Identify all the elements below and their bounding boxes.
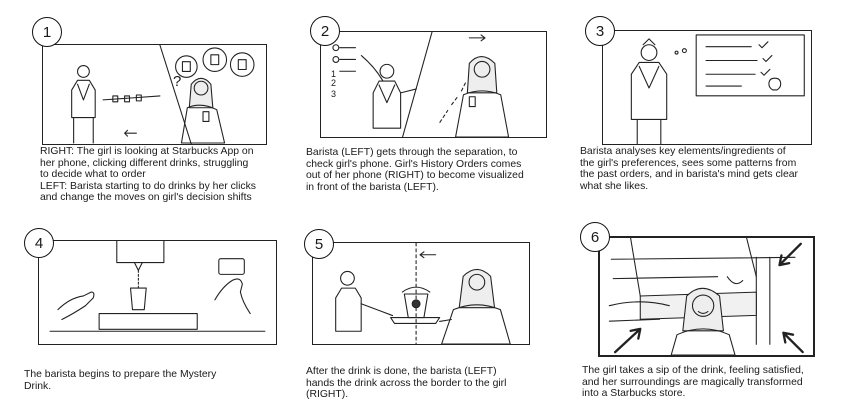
history-step-2: 2 [331, 78, 337, 88]
panel-5-number: 5 [304, 229, 334, 259]
panel-2-number: 2 [310, 16, 340, 46]
panel-1-sketch: ? [42, 44, 267, 145]
panel-5-caption: After the drink is done, the barista (LE… [306, 366, 507, 401]
girl-figure [439, 268, 511, 344]
panel-5-sketch [312, 242, 530, 345]
girl-figure [180, 77, 226, 144]
panel-2-caption: Barista (LEFT) gets through the separati… [306, 147, 524, 193]
barista-figure [335, 270, 394, 332]
history-step-3: 3 [331, 89, 337, 99]
panel-3-sketch [602, 30, 812, 145]
barista-figure [630, 38, 668, 144]
panel-4-number: 4 [24, 228, 54, 258]
panel-4-caption: The barista begins to prepare the Myster… [24, 369, 217, 392]
barista-figure [71, 65, 96, 144]
panel-1-number: 1 [32, 17, 62, 47]
history-step-1: 1 [331, 69, 337, 79]
panel-6-sketch [598, 236, 815, 357]
barista-figure [372, 63, 417, 129]
panel-6-number: 6 [580, 222, 610, 252]
question-mark: ? [173, 73, 182, 90]
panel-4-sketch [38, 240, 277, 345]
girl-figure [670, 287, 736, 355]
girl-figure [455, 55, 510, 137]
thought-checklist [695, 34, 805, 97]
panel-6-caption: The girl takes a sip of the drink, feeli… [582, 365, 804, 400]
panel-3-number: 3 [585, 16, 615, 46]
panel-2-sketch: 1 2 3 [320, 31, 547, 138]
panel-1-caption: RIGHT: The girl is looking at Starbucks … [40, 146, 256, 204]
panel-3-caption: Barista analyses key elements/ingredient… [580, 146, 798, 192]
